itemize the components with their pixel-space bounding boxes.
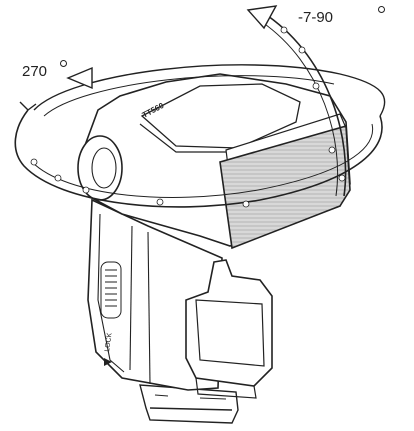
- grip-ridges: [100, 261, 122, 319]
- rotation-dots: [30, 158, 346, 208]
- rotation-arc-back-inner: [43, 75, 335, 117]
- side-arrow-icon: [104, 358, 112, 366]
- fresnel-lens: [219, 124, 351, 250]
- tilt-angle-label: -7-90: [298, 9, 334, 26]
- side-lock-text: LOCK: [104, 332, 114, 352]
- degree-symbol-icon: [60, 60, 67, 67]
- rotation-angle-label: 270: [22, 63, 48, 80]
- battery-door: [185, 259, 273, 399]
- tilt-dots: [280, 26, 336, 154]
- rotation-arc-front: [14, 109, 383, 208]
- tilt-arc: [267, 15, 347, 197]
- rotation-arc-end: [19, 101, 37, 111]
- rotation-arc-back: [33, 64, 386, 117]
- rotate-arrow-icon: [66, 66, 93, 90]
- rotation-arc-front-inner: [31, 123, 374, 198]
- tilt-arc-inner: [261, 21, 339, 197]
- degree-symbol-icon: [378, 6, 385, 13]
- tilt-arrow-icon: [246, 5, 278, 30]
